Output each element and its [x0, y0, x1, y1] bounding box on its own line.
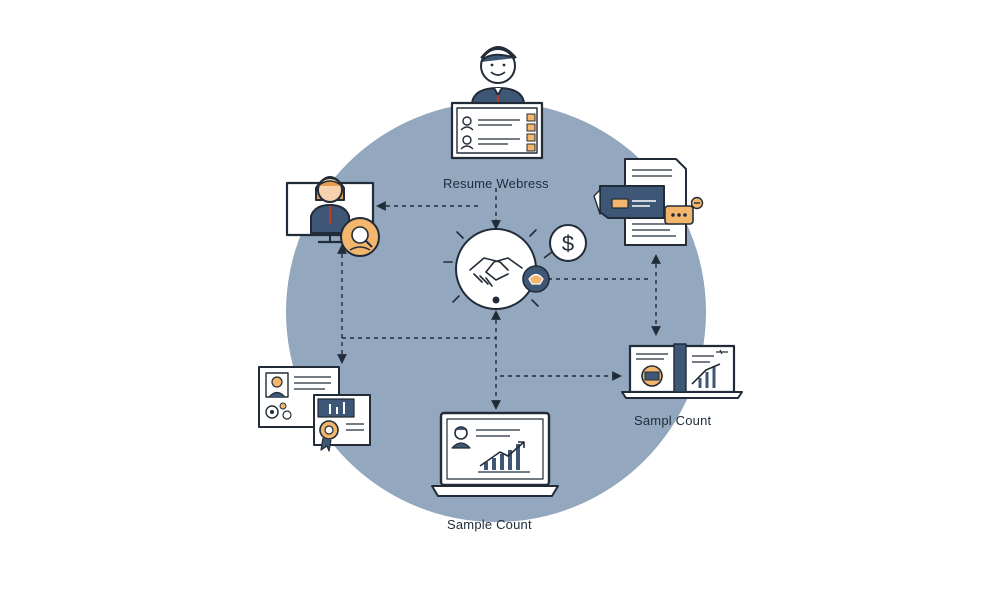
label-bottom: Sample Count — [447, 517, 532, 532]
dollar-icon: $ — [543, 224, 587, 262]
dollar-sign: $ — [562, 231, 574, 256]
analytics-laptop-icon-bottom — [431, 411, 559, 497]
analytics-laptop-icon-right — [621, 343, 743, 399]
label-top: Resume Webress — [443, 176, 549, 191]
label-right: Sampl Count — [634, 413, 712, 428]
contract-documents-icon — [593, 158, 704, 246]
recruiter-at-monitor-icon — [450, 46, 544, 160]
certificate-documents-icon — [258, 366, 371, 452]
handshake-icon — [443, 219, 539, 310]
shield-badge-icon — [522, 265, 550, 293]
candidate-video-call-icon — [285, 176, 380, 257]
